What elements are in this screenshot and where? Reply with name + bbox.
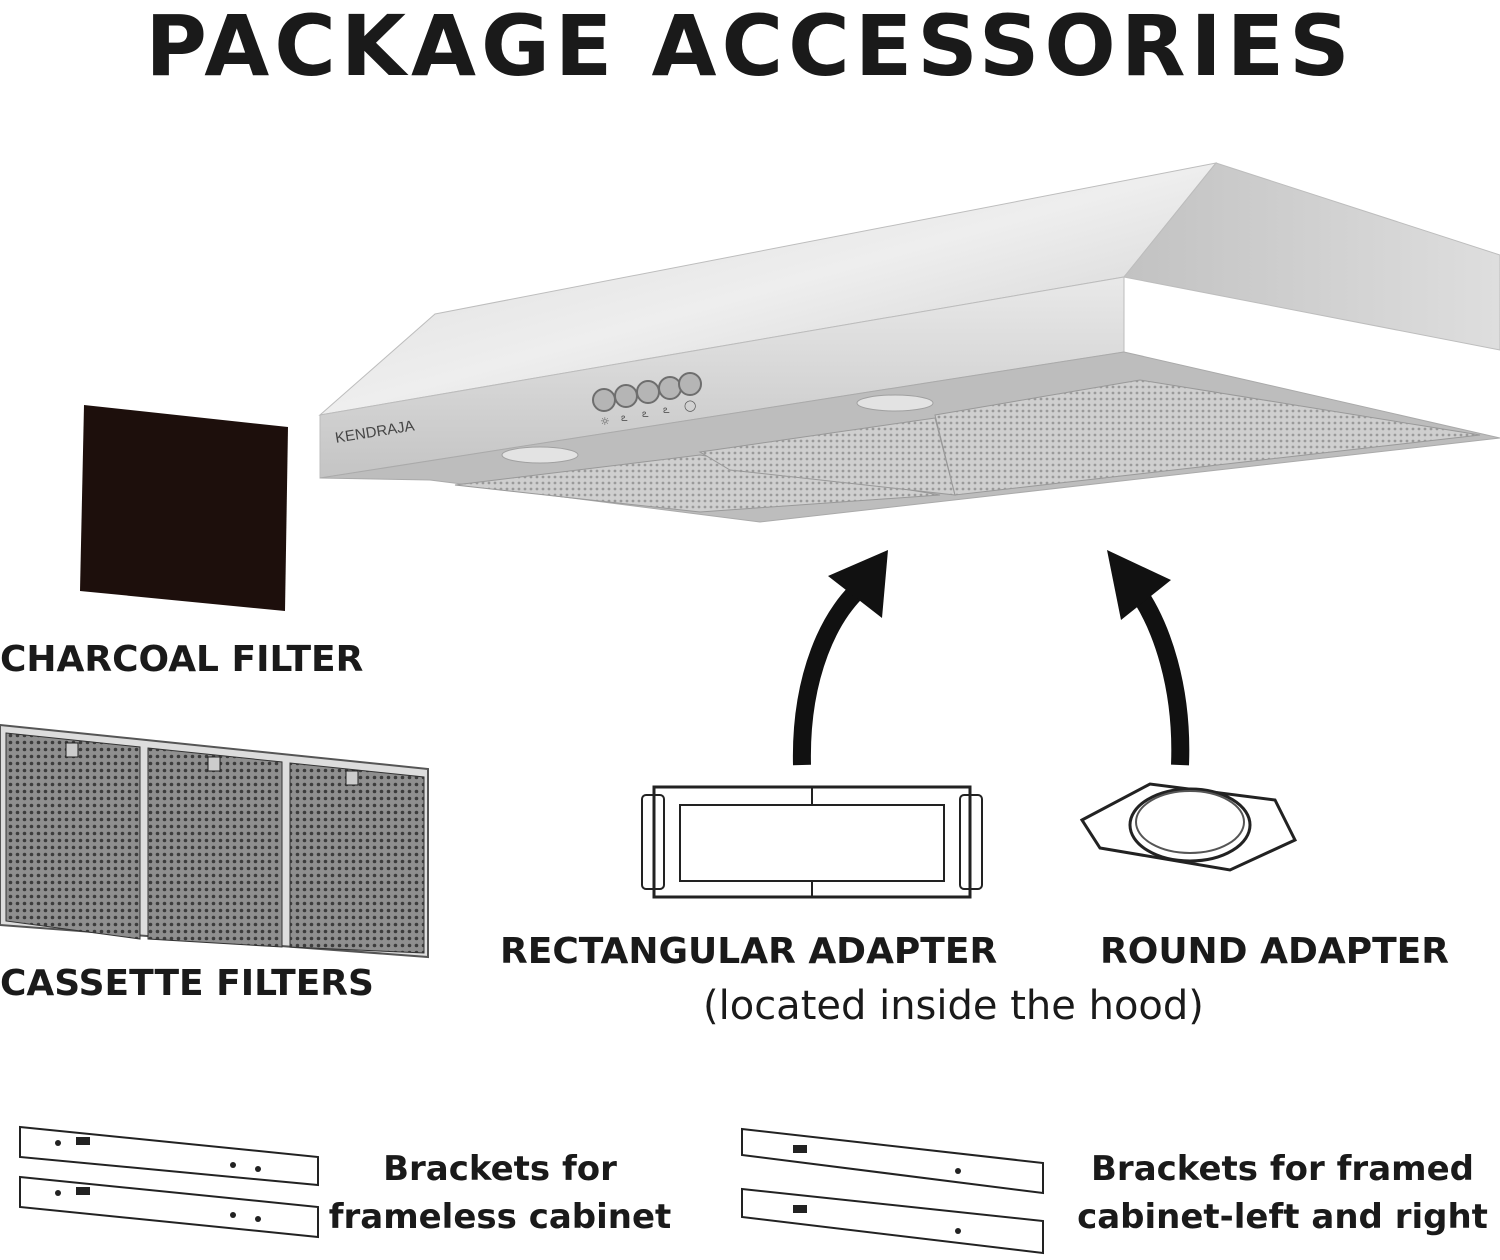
- svg-text:◯: ◯: [684, 399, 696, 412]
- svg-text:☼: ☼: [600, 415, 610, 428]
- adapter-location-note: (located inside the hood): [703, 983, 1204, 1029]
- rectangular-adapter-image: [641, 785, 983, 899]
- framed-brackets-label-1: Brackets for framed: [1091, 1149, 1474, 1189]
- charcoal-filter-image: [80, 405, 288, 611]
- page-title: PACKAGE ACCESSORIES: [145, 0, 1355, 95]
- cassette-filters-label: CASSETTE FILTERS: [0, 963, 374, 1004]
- frameless-brackets-image: [19, 1125, 319, 1239]
- frameless-brackets-label-2: frameless cabinet: [328, 1197, 672, 1237]
- round-adapter-label: ROUND ADAPTER: [1100, 931, 1449, 972]
- charcoal-filter-label: CHARCOAL FILTER: [0, 639, 364, 680]
- svg-text:ఽ: ఽ: [642, 407, 649, 420]
- svg-text:ఽ: ఽ: [621, 411, 628, 424]
- arrow-icon: [1107, 550, 1190, 766]
- rectangular-adapter-label: RECTANGULAR ADAPTER: [500, 931, 998, 972]
- frameless-brackets-label-1: Brackets for: [383, 1149, 617, 1189]
- svg-text:ఽ: ఽ: [663, 403, 670, 416]
- control-knobs: [592, 372, 702, 412]
- cassette-filters-image: [0, 723, 429, 959]
- framed-brackets-image: [741, 1127, 1044, 1255]
- framed-brackets-label-2: cabinet-left and right: [1077, 1197, 1488, 1237]
- round-adapter-image: [1079, 782, 1298, 872]
- arrow-icon: [792, 550, 888, 766]
